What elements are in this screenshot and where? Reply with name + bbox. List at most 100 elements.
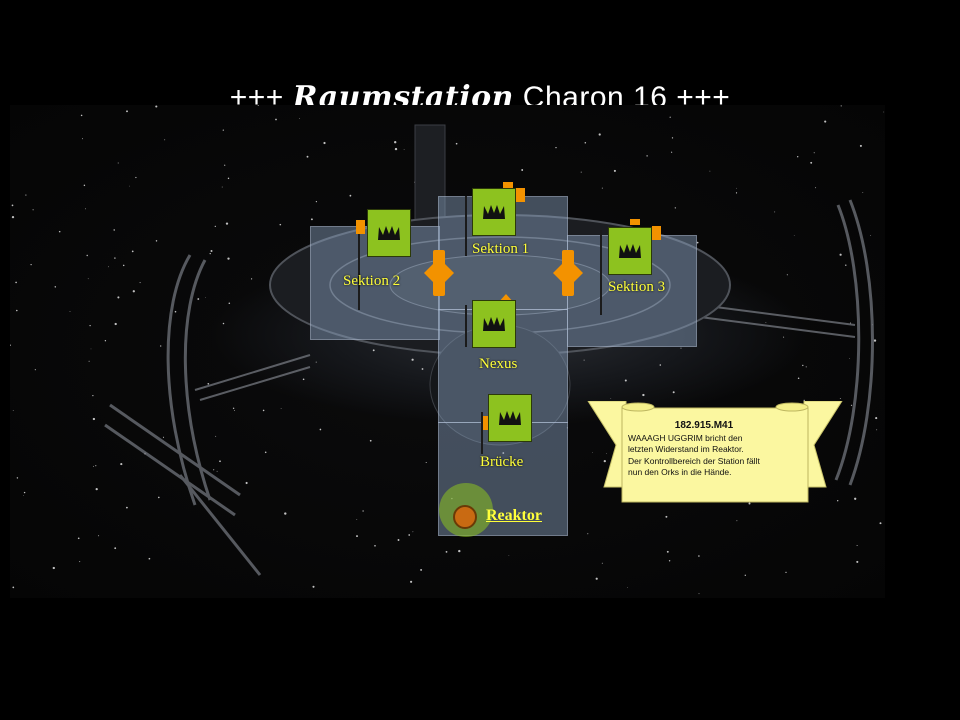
event-line: letzten Widerstand im Reaktor. xyxy=(628,444,744,454)
ork-flag-sektion-2[interactable] xyxy=(367,209,411,257)
star xyxy=(736,187,738,189)
star xyxy=(672,391,675,394)
star xyxy=(508,555,510,556)
star xyxy=(849,358,850,359)
label-nexus[interactable]: Nexus xyxy=(479,356,518,372)
star xyxy=(445,550,448,553)
star xyxy=(802,364,804,367)
pennant-icon xyxy=(483,416,492,430)
star xyxy=(748,502,751,505)
star xyxy=(280,408,282,409)
event-scroll-banner xyxy=(587,401,843,503)
star xyxy=(840,105,842,107)
star xyxy=(257,105,260,106)
star xyxy=(613,169,616,172)
flag-pole xyxy=(600,230,602,315)
label-sektion-1[interactable]: Sektion 1 xyxy=(472,241,530,257)
star xyxy=(82,138,83,140)
star xyxy=(765,322,767,323)
ork-flag-nexus[interactable] xyxy=(472,300,516,348)
star xyxy=(302,378,305,381)
star xyxy=(862,192,864,194)
ork-flag-sektion-3[interactable] xyxy=(608,227,652,275)
star xyxy=(601,562,603,564)
star xyxy=(646,155,648,157)
star xyxy=(824,120,827,123)
star xyxy=(870,235,872,236)
star xyxy=(126,110,128,113)
star xyxy=(580,171,582,173)
star xyxy=(555,146,557,149)
star xyxy=(284,512,287,515)
star xyxy=(627,587,628,588)
star xyxy=(197,298,200,300)
ork-flag-sektion-1[interactable] xyxy=(472,188,516,236)
star xyxy=(642,393,645,397)
star xyxy=(23,491,26,494)
active-location-marker[interactable] xyxy=(438,482,494,538)
star xyxy=(215,435,217,437)
star xyxy=(251,278,253,280)
star xyxy=(425,461,427,464)
star xyxy=(22,494,24,496)
ork-glyph-icon xyxy=(378,226,400,240)
star xyxy=(883,111,885,113)
star xyxy=(736,520,738,522)
star xyxy=(92,465,94,467)
star xyxy=(113,229,115,231)
label-bruecke[interactable]: Brücke xyxy=(480,454,524,470)
star xyxy=(839,398,841,400)
flag-pole xyxy=(465,196,467,256)
star xyxy=(397,539,400,541)
event-line: WAAAGH UGGRIM bricht den xyxy=(628,432,743,443)
star xyxy=(793,235,795,236)
star xyxy=(227,257,230,260)
star xyxy=(856,560,859,563)
star xyxy=(88,360,90,362)
star xyxy=(132,290,135,293)
star xyxy=(279,223,282,226)
star xyxy=(310,218,313,221)
star xyxy=(92,417,96,421)
star xyxy=(601,187,603,189)
star xyxy=(160,345,162,347)
connector-1-3 xyxy=(553,250,583,296)
star xyxy=(698,555,700,557)
star xyxy=(135,176,137,179)
star xyxy=(122,264,125,267)
star xyxy=(69,311,71,312)
star xyxy=(228,302,231,304)
star xyxy=(89,324,91,327)
label-sektion-2[interactable]: Sektion 2 xyxy=(343,273,401,289)
star xyxy=(90,348,92,350)
star xyxy=(15,281,17,284)
flag-pole xyxy=(465,305,467,347)
star xyxy=(114,547,117,550)
star xyxy=(139,282,141,284)
star xyxy=(204,296,206,298)
star xyxy=(671,151,673,153)
star xyxy=(232,407,235,409)
star xyxy=(521,169,524,171)
star xyxy=(209,252,211,255)
star xyxy=(54,286,57,288)
label-reaktor[interactable]: Reaktor xyxy=(486,507,542,524)
ork-glyph-icon xyxy=(499,411,521,425)
star xyxy=(698,593,700,595)
star xyxy=(666,550,669,553)
star xyxy=(95,487,98,491)
star xyxy=(114,322,117,326)
star xyxy=(850,322,851,324)
star xyxy=(356,535,358,538)
label-sektion-3[interactable]: Sektion 3 xyxy=(608,279,666,295)
star xyxy=(797,377,800,379)
star xyxy=(587,533,589,535)
star xyxy=(421,368,424,370)
star xyxy=(58,230,61,233)
star xyxy=(225,222,229,225)
star xyxy=(680,347,682,349)
flag-pole xyxy=(358,220,360,310)
star xyxy=(32,209,34,211)
ork-flag-bruecke[interactable] xyxy=(488,394,532,442)
star xyxy=(879,522,882,525)
